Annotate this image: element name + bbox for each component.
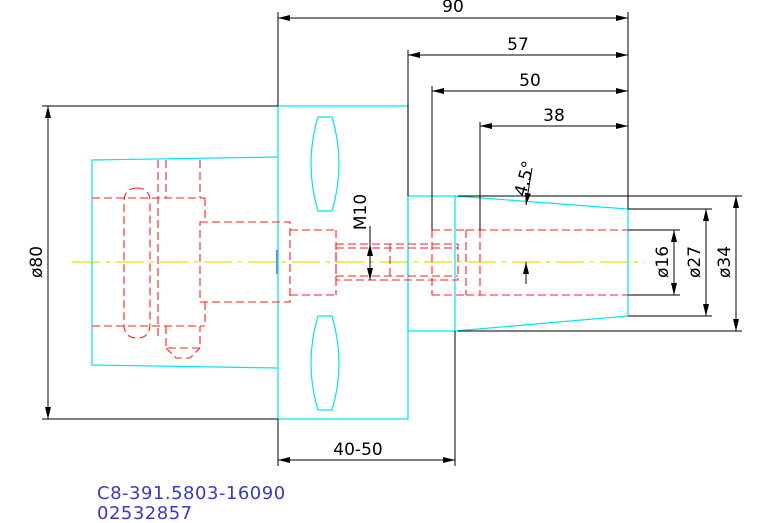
dim-thread: M10 [351, 194, 371, 230]
dim-50: 50 [519, 71, 541, 91]
dim-34: ø34 [715, 246, 735, 278]
dim-16: ø16 [653, 246, 673, 278]
dim-57: 57 [507, 35, 529, 55]
dim-27: ø27 [685, 246, 705, 278]
slot-bottom [310, 315, 340, 411]
dim-90: 90 [442, 0, 464, 17]
dim-80: ø80 [27, 246, 47, 278]
taper-outline [454, 195, 629, 332]
drawbar-slot [123, 187, 151, 339]
part-code: 02532857 [97, 503, 193, 523]
shank-outline [91, 156, 279, 369]
slot-top [310, 116, 340, 212]
dimension-lines [42, 12, 742, 466]
hidden-features [92, 160, 628, 359]
dim-38: 38 [543, 106, 565, 126]
thread-bore [335, 243, 459, 281]
angle-leader [524, 167, 533, 206]
part-number: C8-391.5803-16090 [97, 483, 286, 504]
drill-point [165, 326, 201, 359]
dim-angle: 4.5° [511, 159, 540, 199]
dim-40-50: 40-50 [333, 440, 382, 460]
